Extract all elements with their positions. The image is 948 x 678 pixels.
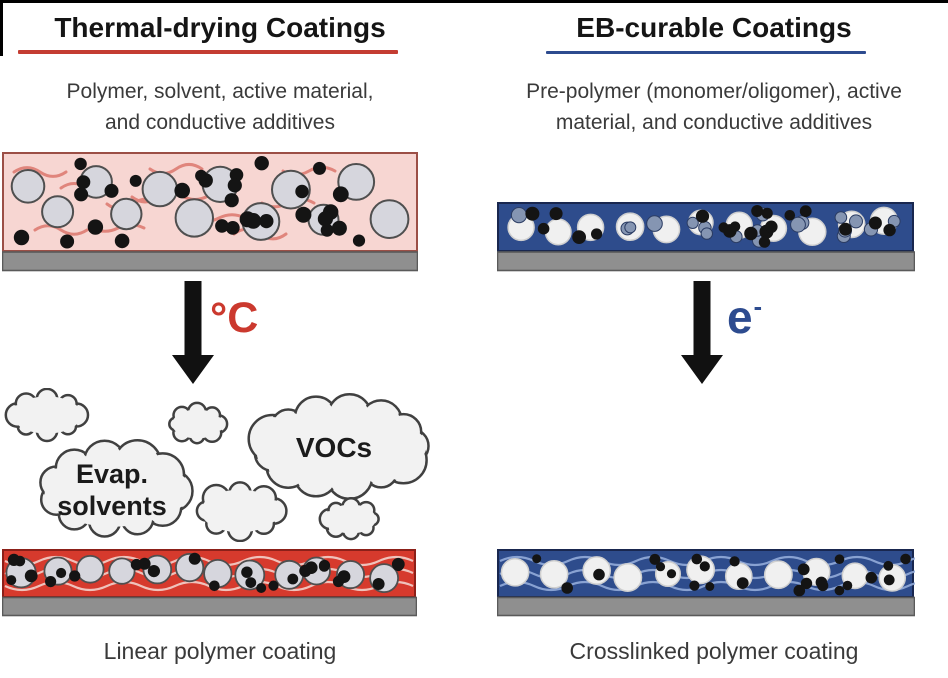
eb-wet-coating-illustration xyxy=(497,202,915,272)
crosslinked-polymer-coating-illustration xyxy=(497,549,915,617)
right-subtitle-line1: Pre-polymer (monomer/oligomer), active xyxy=(526,80,902,103)
left-column-subtitle: Polymer, solvent, active material, and c… xyxy=(0,76,440,138)
left-border-stub xyxy=(0,0,3,56)
electron-label-base: e xyxy=(727,291,753,343)
left-title-underline xyxy=(18,50,398,54)
right-subtitle-line2: material, and conductive additives xyxy=(555,111,873,134)
thermal-wet-coating-illustration xyxy=(2,152,418,272)
left-column-title: Thermal-drying Coatings xyxy=(54,12,386,43)
temperature-label: °C xyxy=(210,294,259,342)
right-title-underline xyxy=(546,51,866,54)
right-column-title: EB-curable Coatings xyxy=(576,12,852,43)
down-arrow-icon xyxy=(681,281,723,384)
left-subtitle-line2: and conductive additives xyxy=(105,111,335,134)
right-result-caption: Crosslinked polymer coating xyxy=(569,638,859,664)
evap-solvents-label-line1: Evap. xyxy=(76,459,148,489)
evap-solvents-label-line2: solvents xyxy=(57,491,167,521)
right-column-subtitle: Pre-polymer (monomer/oligomer), active m… xyxy=(480,76,948,138)
left-result-caption: Linear polymer coating xyxy=(103,638,337,664)
vocs-label: VOCs xyxy=(296,432,372,463)
down-arrow-icon xyxy=(172,281,214,384)
linear-polymer-coating-illustration xyxy=(2,549,417,617)
electron-label: e- xyxy=(727,290,763,344)
left-subtitle-line1: Polymer, solvent, active material, xyxy=(66,80,374,103)
top-border-line xyxy=(0,0,948,3)
electron-label-sup: - xyxy=(753,292,763,321)
evaporation-clouds-illustration: Evap. solvents VOCs xyxy=(4,388,430,542)
